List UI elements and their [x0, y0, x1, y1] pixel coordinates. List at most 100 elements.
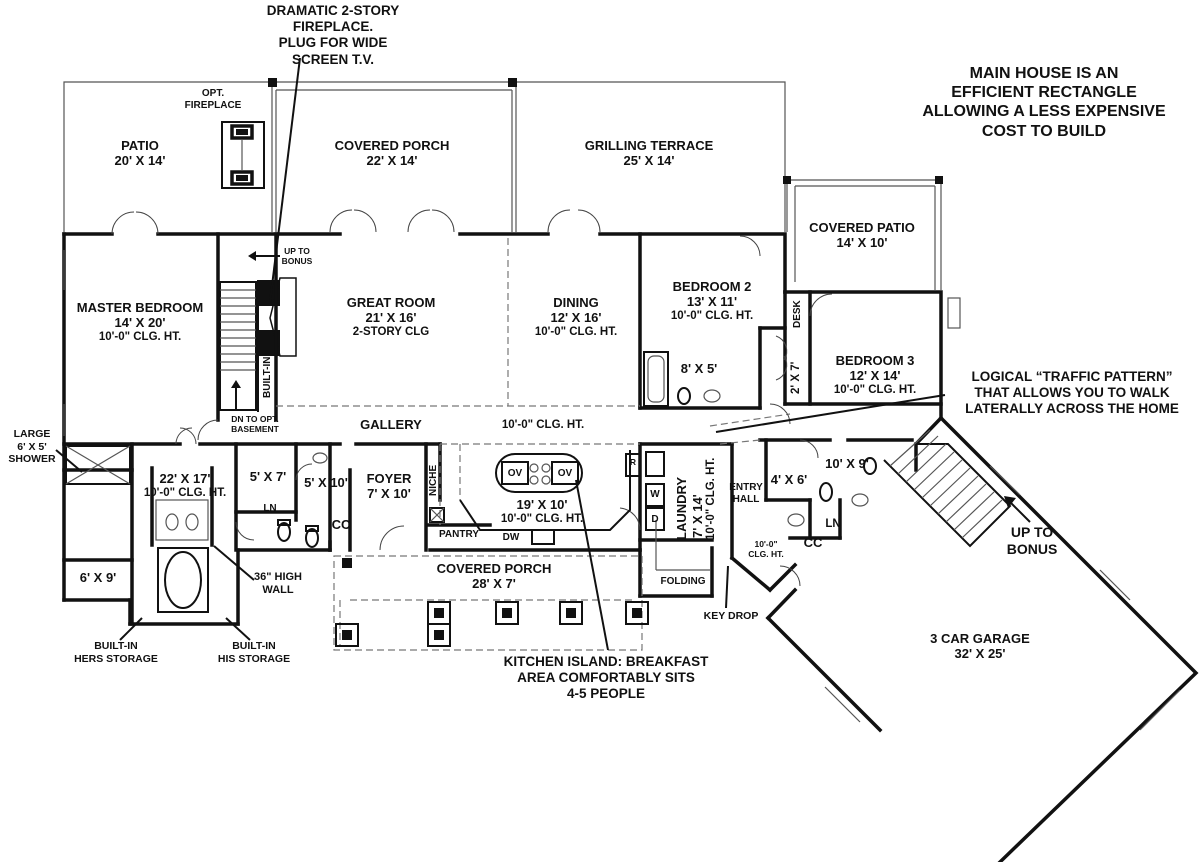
dn-to-basement-line1: DN TO OPT. [231, 414, 279, 424]
foyer-name: FOYER [366, 471, 412, 486]
master-bath-size: 22' X 17' [159, 471, 211, 486]
bedroom2-ceiling: 10'-0" CLG. HT. [670, 309, 754, 322]
hall-ceiling-line2: CLG. HT. [748, 548, 784, 559]
bedroom3-label: BEDROOM 3 12' X 14' 10'-0" CLG. HT. [833, 353, 917, 397]
shower-callout-line2: 6' X 5' [17, 440, 47, 453]
kitchen-ceiling: 10'-0" CLG. HT. [500, 512, 584, 525]
fireplace-callout-line4: SCREEN T.V. [291, 51, 375, 67]
garage-outline [765, 415, 1199, 862]
desk-label: DESK [792, 300, 803, 328]
covered-porch-front-name: COVERED PORCH [436, 561, 552, 576]
dn-to-basement-label: DN TO OPT. BASEMENT [231, 414, 279, 435]
bedroom2-label: BEDROOM 2 13' X 11' 10'-0" CLG. HT. [670, 279, 754, 323]
up-to-bonus-garage-callout: UP TO BONUS [1007, 524, 1058, 558]
covered-porch-front-size: 28' X 7' [472, 575, 516, 591]
his-storage-callout-line2: HIS STORAGE [217, 652, 291, 665]
dining-name: DINING [553, 295, 599, 310]
bath2-size: 8' X 5' [680, 361, 718, 376]
garage-name: 3 CAR GARAGE [930, 631, 1030, 646]
shower-callout-line3: SHOWER [8, 453, 56, 466]
traffic-callout-line1: LOGICAL “TRAFFIC PATTERN” [971, 369, 1173, 384]
ln-right-label: LN [825, 518, 841, 530]
covered-patio-size: 14' X 10' [836, 234, 888, 250]
built-in-label: BUILT-IN [262, 356, 273, 398]
traffic-callout: LOGICAL “TRAFFIC PATTERN” THAT ALLOWS YO… [965, 369, 1179, 418]
hall-ceiling-line1: 10'-0" [754, 539, 778, 549]
entry-hall-line2: HALL [732, 493, 760, 505]
entry-hall-line1: ENTRY [729, 482, 763, 493]
cc-right-label: CC [803, 535, 823, 550]
dryer-label: D [651, 514, 659, 525]
fireplace-callout-line1: DRAMATIC 2-STORY [266, 3, 400, 18]
traffic-callout-line3: LATERALLY ACROSS THE HOME [965, 401, 1179, 417]
master-bedroom-size: 14' X 20' [114, 314, 166, 330]
main-house-walls [62, 232, 944, 626]
up-to-bonus-garage-line2: BONUS [1006, 540, 1058, 557]
great-room-ceiling: 2-STORY CLG [352, 325, 430, 338]
washer-label: W [650, 489, 660, 500]
kitchen-label: 19' X 10' 10'-0" CLG. HT. [500, 497, 584, 526]
laundry-label: LAUNDRY [674, 476, 689, 540]
foyer-size: 7' X 10' [367, 485, 411, 501]
high-wall-callout-line1: 36" HIGH [253, 571, 303, 583]
his-storage-callout-line1: BUILT-IN [232, 640, 276, 652]
gallery-name: GALLERY [360, 417, 422, 432]
bedroom3-size: 12' X 14' [849, 367, 901, 383]
dining-size: 12' X 16' [550, 309, 602, 325]
grilling-terrace-size: 25' X 14' [623, 152, 675, 168]
dishwasher-label: DW [502, 532, 520, 543]
garage-size: 32' X 25' [954, 645, 1006, 661]
key-drop-callout: KEY DROP [704, 610, 759, 623]
kitchen-island-callout-line2: AREA COMFORTABLY SITS [517, 670, 695, 686]
foyer-label: FOYER 7' X 10' [366, 471, 412, 502]
high-wall-callout: 36" HIGH WALL [254, 571, 302, 597]
patio-name: PATIO [121, 138, 159, 153]
dn-to-basement-line2: BASEMENT [231, 423, 279, 434]
master-bedroom-ceiling: 10'-0" CLG. HT. [98, 330, 182, 343]
doors [111, 209, 833, 587]
up-to-bonus-stair-label: UP TO BONUS [281, 246, 313, 267]
laundry-size-label: 7' X 14' [690, 494, 705, 538]
hers-storage-callout-line1: BUILT-IN [94, 640, 138, 652]
powder-5x10-label: 5' X 10' [304, 475, 348, 490]
master-bedroom-name: MASTER BEDROOM [76, 300, 204, 315]
master-bath-ceiling: 10'-0" CLG. HT. [143, 486, 227, 499]
niche-label: NICHE [428, 464, 439, 496]
traffic-callout-line2: THAT ALLOWS YOU TO WALK [974, 385, 1170, 401]
hers-storage-callout-line2: HERS STORAGE [74, 652, 158, 665]
covered-porch-front-label: COVERED PORCH 28' X 7' [436, 561, 552, 592]
kitchen-island-callout: KITCHEN ISLAND: BREAKFAST AREA COMFORTAB… [504, 654, 709, 703]
entry-hall-label: ENTRY HALL [729, 482, 763, 505]
rectangle-callout: MAIN HOUSE IS AN EFFICIENT RECTANGLE ALL… [922, 64, 1165, 141]
fireplace-callout-line3: PLUG FOR WIDE [278, 35, 388, 51]
shower-callout-line1: LARGE [13, 428, 51, 440]
opt-fireplace-label: OPT. FIREPLACE [185, 88, 242, 111]
gallery-ceiling-label: 10'-0" CLG. HT. [501, 419, 585, 431]
gallery-label: GALLERY [360, 417, 422, 433]
rectangle-callout-line4: COST TO BUILD [981, 122, 1107, 140]
master-bedroom-label: MASTER BEDROOM 14' X 20' 10'-0" CLG. HT. [76, 300, 204, 344]
key-drop-callout-line1: KEY DROP [703, 610, 759, 622]
fireplace-callout: DRAMATIC 2-STORY FIREPLACE. PLUG FOR WID… [267, 3, 400, 68]
great-room-label: GREAT ROOM 21' X 16' 2-STORY CLG [347, 295, 436, 339]
bath-4x6-label: 4' X 6' [770, 472, 808, 487]
covered-porch-rear-size: 22' X 14' [366, 152, 418, 168]
kitchen-size: 19' X 10' [516, 497, 568, 512]
garage-stairs [883, 429, 1012, 548]
master-bath-label: 22' X 17' 10'-0" CLG. HT. [143, 471, 227, 500]
fixtures [63, 250, 961, 613]
bedroom3-ceiling: 10'-0" CLG. HT. [833, 383, 917, 396]
high-wall-callout-line2: WALL [262, 584, 294, 597]
bath-10x9-label: 10' X 9' [825, 456, 869, 471]
cc-foyer-label: CC [331, 517, 351, 532]
up-to-bonus-stair-line2: BONUS [281, 255, 313, 266]
rear-outdoor-outline [63, 81, 942, 290]
rectangle-callout-line2: EFFICIENT RECTANGLE [951, 84, 1137, 102]
covered-patio-name: COVERED PATIO [809, 220, 915, 235]
shower-callout: LARGE 6' X 5' SHOWER [8, 428, 55, 466]
his-storage-callout: BUILT-IN HIS STORAGE [218, 640, 290, 665]
up-to-bonus-garage-line1: UP TO [1010, 524, 1054, 540]
patio-size: 20' X 14' [114, 152, 166, 168]
kitchen-island-callout-line1: KITCHEN ISLAND: BREAKFAST [503, 654, 709, 669]
